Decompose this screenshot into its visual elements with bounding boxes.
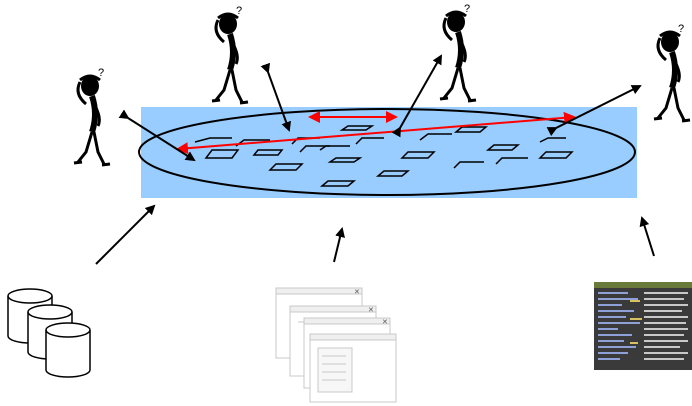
svg-text:✕: ✕ (354, 289, 360, 296)
terminal-screenshot-icon (594, 282, 692, 370)
question-mark: ? (464, 3, 470, 15)
arrow-from-database (95, 204, 156, 265)
arrow-top-left-figure (260, 62, 291, 132)
arrow-top-center-figure (391, 54, 442, 138)
svg-text:✕: ✕ (368, 307, 374, 314)
question-mark: ? (678, 23, 684, 35)
stick-figure-right: ? (654, 23, 690, 121)
stick-figure-top-center: ? (440, 3, 476, 101)
arrow-from-windows (333, 227, 345, 263)
red-double-arrow-long (176, 111, 576, 155)
data-item (268, 163, 304, 171)
data-item (495, 157, 528, 165)
arrow-right-figure (546, 85, 642, 137)
stick-figure-top-left: ? (212, 5, 248, 103)
data-item (327, 157, 363, 163)
svg-text:✕: ✕ (382, 319, 388, 326)
data-item (319, 180, 357, 187)
arrow-left-figure (118, 109, 196, 162)
database-icon (7, 288, 91, 378)
window-stack-icon: ✕ ✕ ✕ (275, 287, 397, 403)
arrow-from-terminal (639, 216, 655, 257)
stick-figure-left: ? (74, 67, 110, 165)
data-item (453, 161, 484, 169)
data-item (375, 170, 411, 177)
question-mark: ? (236, 5, 242, 17)
question-mark: ? (98, 67, 104, 79)
